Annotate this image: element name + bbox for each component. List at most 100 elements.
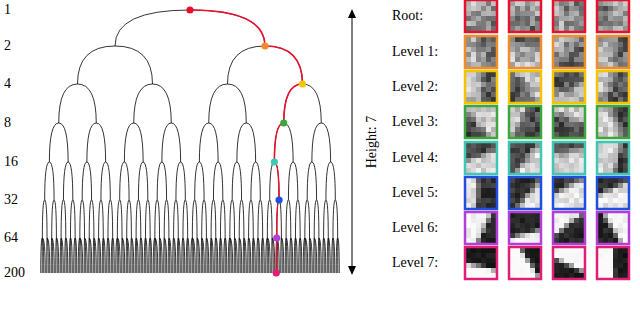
patch-border (553, 36, 585, 68)
tree-branch (272, 238, 273, 273)
tree-branch (117, 238, 118, 273)
tree-branch (117, 238, 118, 273)
tree-branch (168, 238, 170, 273)
patch-border (465, 212, 497, 244)
tree-branch (47, 238, 48, 273)
tree-branch (310, 238, 313, 273)
tree-branch (267, 238, 268, 273)
level-label: Level 7: (392, 256, 438, 270)
tree-branch (96, 123, 105, 162)
image-patch (554, 37, 584, 67)
level-count: 2 (4, 39, 11, 53)
patch-border (509, 177, 541, 209)
tree-branch (174, 238, 176, 273)
level-label: Level 2: (392, 80, 438, 94)
image-patch (554, 143, 584, 173)
path-node (261, 42, 268, 49)
tree-branch (324, 200, 326, 238)
tree-branch (61, 200, 63, 238)
tree-branch (78, 238, 80, 273)
tree-branch (265, 46, 303, 84)
tree-branch (244, 238, 246, 273)
tree-branch (249, 200, 251, 238)
tree-branch (169, 238, 171, 273)
tree-branch (55, 238, 57, 273)
tree-branch (310, 238, 311, 273)
tree-branch (243, 238, 245, 273)
patch-border (597, 177, 629, 209)
tree-branch (192, 238, 193, 273)
tree-branch (284, 123, 293, 162)
tree-branch (286, 200, 288, 238)
tree-branch (59, 123, 68, 162)
tree-branch (304, 238, 305, 273)
tree-branch (220, 238, 221, 273)
tree-branch (332, 238, 333, 273)
tree-branch (66, 238, 68, 273)
tree-branch (85, 238, 88, 273)
tree-branch (333, 238, 335, 273)
tree-branch (110, 200, 112, 238)
tree-branch (131, 238, 133, 273)
level-count: 4 (4, 77, 11, 91)
tree-branch (172, 238, 174, 273)
tree-branch (84, 238, 85, 273)
tree-branch (82, 200, 84, 238)
tree-branch (228, 238, 230, 273)
level-label: Level 3: (392, 115, 438, 129)
tree-branch (141, 238, 143, 273)
image-patch (554, 248, 584, 278)
image-patch (466, 213, 496, 243)
tree-branch (305, 238, 306, 273)
patch-border (553, 177, 585, 209)
tree-branch (159, 238, 160, 273)
level-count: 32 (4, 193, 18, 207)
image-patch (554, 178, 584, 208)
image-patch (466, 72, 496, 102)
tree-branch (314, 238, 317, 273)
tree-branch (65, 238, 66, 273)
tree-branch (79, 238, 80, 273)
tree-branch (154, 238, 155, 273)
tree-branch (157, 200, 159, 238)
tree-branch (42, 238, 43, 273)
tree-branch (63, 200, 65, 238)
tree-branch (281, 238, 283, 273)
image-patch (598, 107, 628, 137)
tree-branch (68, 162, 73, 200)
patch-border (597, 0, 629, 32)
path-node (186, 6, 193, 13)
tree-branch (197, 238, 200, 273)
image-patch (598, 213, 628, 243)
tree-branch (293, 162, 298, 200)
height-arrow (352, 14, 353, 270)
tree-branch (317, 200, 319, 238)
tree-branch (74, 238, 75, 273)
path-node (299, 80, 306, 87)
tree-branch (63, 162, 68, 200)
patch-border (509, 36, 541, 68)
tree-branch (75, 238, 76, 273)
tree-branch (290, 238, 291, 273)
tree-branch (150, 238, 152, 273)
tree-branch (251, 162, 256, 200)
tree-branch (160, 238, 161, 273)
tree-branch (185, 200, 187, 238)
level-label: Level 6: (392, 221, 438, 235)
tree-branch (127, 238, 128, 273)
image-patch (598, 248, 628, 278)
tree-branch (285, 238, 287, 273)
tree-branch (319, 238, 321, 273)
tree-branch (239, 200, 241, 238)
tree-branch (181, 162, 186, 200)
tree-branch (300, 238, 301, 273)
tree-branch (42, 200, 44, 238)
tree-branch (103, 238, 105, 273)
tree-branch (131, 238, 133, 273)
image-patch (510, 143, 540, 173)
tree-branch (52, 238, 53, 273)
tree-branch (294, 238, 295, 273)
tree-branch (303, 84, 322, 123)
tree-branch (230, 238, 231, 273)
tree-branch (130, 238, 132, 273)
